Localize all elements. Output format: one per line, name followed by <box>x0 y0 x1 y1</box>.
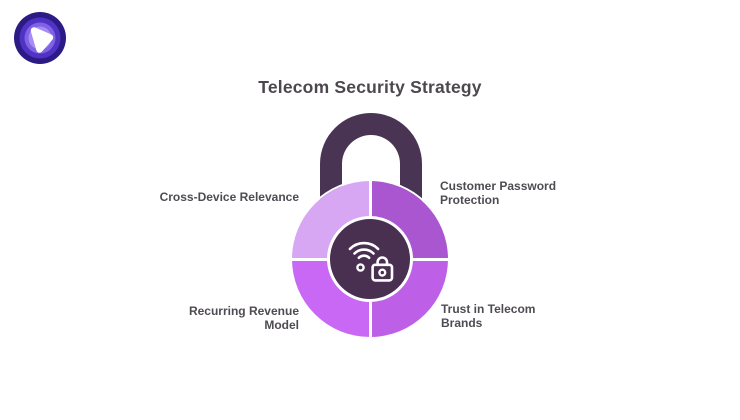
segment-label-top-right: Customer Password Protection <box>440 179 557 208</box>
segment-label-top-left: Cross-Device Relevance <box>159 190 299 204</box>
page-title: Telecom Security Strategy <box>258 77 482 97</box>
segment-label-bottom-right: Trust in Telecom Brands <box>441 302 536 331</box>
wifi-lock-icon <box>348 241 394 282</box>
padlock-hub <box>327 216 413 302</box>
segment-label-bottom-left: Recurring Revenue Model <box>188 304 299 333</box>
purevpn-logo-icon <box>14 12 66 64</box>
purevpn-logo <box>14 12 66 64</box>
